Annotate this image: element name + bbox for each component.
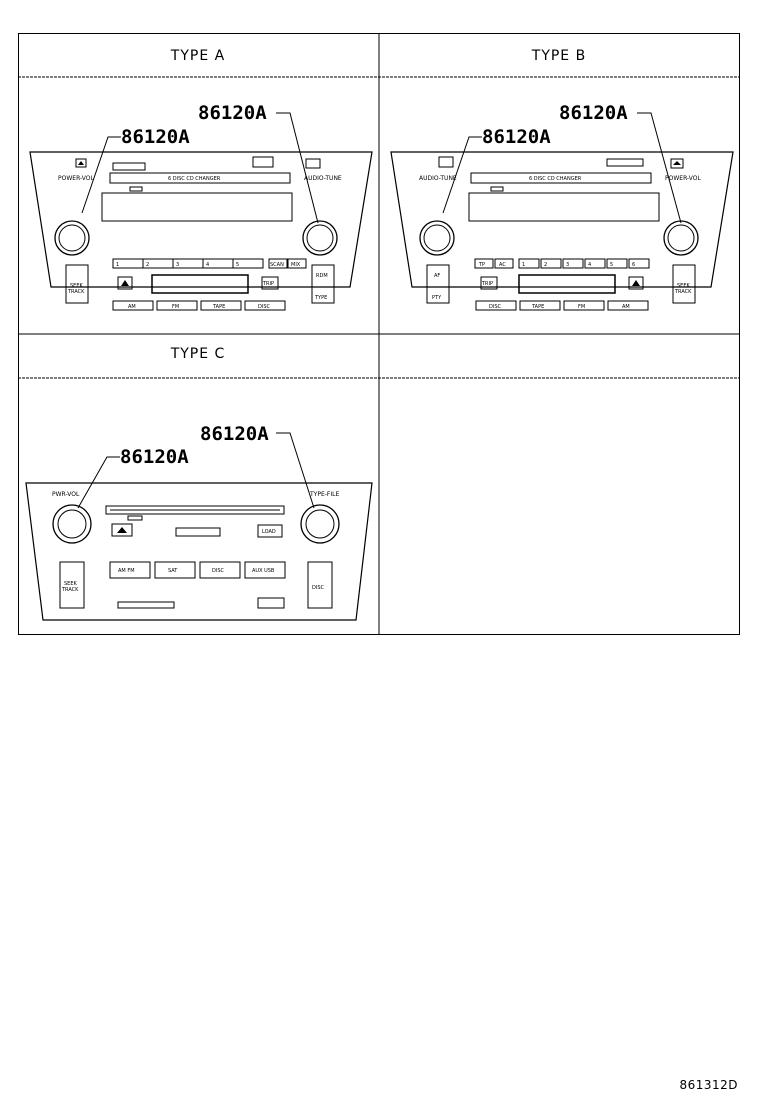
type-b-radio-diagram: 86120A 86120A AUDIO-TUNE POWER-VOL 6 DIS… [390,102,734,311]
type-a-preset-buttons: 1 2 3 4 5 SCAN MIX [112,258,307,269]
svg-text:AF: AF [434,273,440,279]
svg-text:AM: AM [622,304,630,310]
svg-text:PTY: PTY [432,295,442,301]
type-b-audio-tune-knob [419,220,455,256]
svg-text:AM FM: AM FM [118,568,135,574]
svg-text:TAPE: TAPE [212,304,225,310]
type-c-brand-icon [175,527,221,537]
svg-text:5: 5 [236,262,239,268]
svg-text:1: 1 [116,262,119,268]
type-a-band-buttons: AM FM TAPE DISC [112,300,286,311]
svg-text:TRACK: TRACK [61,587,79,593]
diagram-grid: TYPE A TYPE B TYPE C 86120A 86120A POWER… [18,33,740,635]
type-c-left-knob-label: PWR-VOL [52,491,80,498]
type-a-brand-icon [112,162,146,171]
svg-text:3: 3 [566,262,569,268]
svg-text:2: 2 [544,262,547,268]
svg-text:TRIP: TRIP [481,281,493,287]
type-b-eject-icon [670,158,684,169]
type-b-label: TYPE B [531,48,587,64]
svg-text:4: 4 [588,262,591,268]
svg-text:FM: FM [578,304,585,310]
type-c-callout-left: 86120A [120,446,189,468]
svg-text:6: 6 [632,262,635,268]
svg-text:3: 3 [176,262,179,268]
type-b-right-knob-label: POWER-VOL [665,175,702,182]
type-c-seek-track-button [59,561,85,609]
svg-text:TRACK: TRACK [674,289,692,295]
type-b-callout-right: 86120A [559,102,628,124]
type-c-right-knob-label: TYPE-FILE [309,491,339,498]
svg-text:TYPE: TYPE [314,295,327,301]
grid-lines [18,33,740,635]
type-c-type-file-knob [300,504,340,544]
type-b-band-buttons: DISC TAPE FM AM [475,300,649,311]
figure-code: 861312D [679,1078,738,1092]
type-c-label: TYPE C [170,346,226,362]
type-b-preset-buttons: TP AC 1 2 3 4 5 6 [474,258,650,269]
type-b-callout-left: 86120A [482,126,551,148]
type-b-power-vol-knob [663,220,699,256]
svg-text:FM: FM [172,304,179,310]
type-a-seek-track-button [65,264,89,304]
svg-text:4: 4 [206,262,209,268]
svg-text:TAPE: TAPE [531,304,544,310]
type-a-audio-tune-knob [302,220,338,256]
svg-text:1: 1 [522,262,525,268]
svg-text:AM: AM [128,304,136,310]
svg-text:AC: AC [499,262,506,268]
svg-text:SEEK: SEEK [64,581,77,587]
svg-text:SCAN: SCAN [270,262,284,268]
type-c-mode-buttons: AM FM SAT DISC AUX USB [109,561,286,579]
type-c-radio-diagram: 86120A 86120A PWR-VOL TYPE-FILE LOAD AM … [25,423,373,621]
type-a-power-vol-knob [54,220,90,256]
type-a-callout-right: 86120A [198,102,267,124]
svg-text:SEEK: SEEK [70,283,83,289]
svg-text:TRACK: TRACK [67,289,85,295]
type-b-seek-track-button [672,264,696,304]
type-a-radio-diagram: 86120A 86120A POWER-VOL AUDIO-TUNE 6 DIS… [29,102,373,311]
svg-text:TP: TP [478,262,485,268]
type-b-left-knob-label: AUDIO-TUNE [419,175,457,182]
svg-text:2: 2 [146,262,149,268]
type-c-pwr-vol-knob [52,504,92,544]
type-a-changer-label: 6 DISC CD CHANGER [168,176,221,182]
svg-text:DISC: DISC [489,304,501,310]
svg-text:DISC: DISC [258,304,270,310]
svg-text:AUX USB: AUX USB [252,568,275,574]
svg-text:DISC: DISC [312,585,324,591]
type-a-left-knob-label: POWER-VOL [58,175,95,182]
svg-text:RDM: RDM [316,273,328,279]
svg-text:TRIP: TRIP [262,281,274,287]
svg-text:SEEK: SEEK [677,283,690,289]
type-a-callout-left: 86120A [121,126,190,148]
svg-text:5: 5 [610,262,613,268]
type-c-eject-icon [111,523,133,537]
svg-text:LOAD: LOAD [262,529,276,535]
type-c-callout-right: 86120A [200,423,269,445]
svg-text:SAT: SAT [168,568,178,574]
type-b-changer-label: 6 DISC CD CHANGER [529,176,582,182]
type-a-right-knob-label: AUDIO-TUNE [304,175,342,182]
type-a-label: TYPE A [170,48,226,64]
type-a-eject-icon [75,158,87,168]
type-c-disc-button [307,561,333,609]
svg-text:DISC: DISC [212,568,224,574]
type-b-brand-icon [606,158,644,167]
svg-text:MIX: MIX [291,262,301,268]
